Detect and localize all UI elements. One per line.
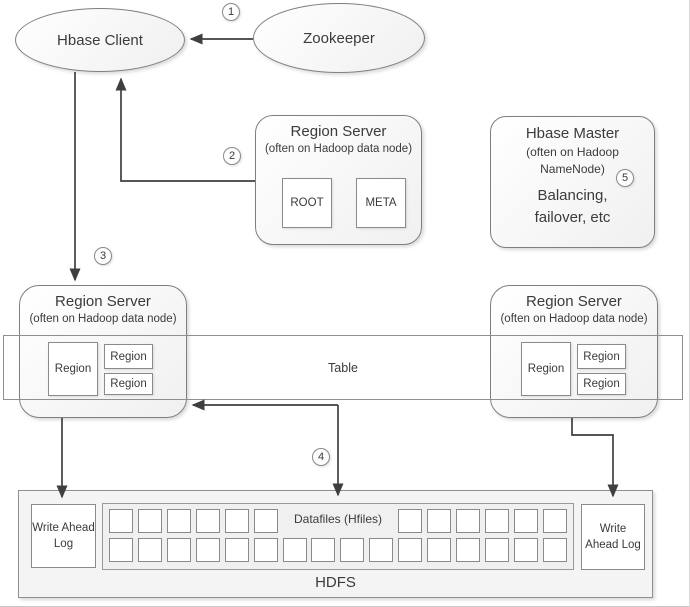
datafile-square — [513, 538, 538, 562]
region-server-right-subtitle: (often on Hadoop data node) — [500, 313, 648, 325]
step-1-label: 1 — [227, 6, 235, 18]
region-label: Region — [583, 350, 620, 363]
datafile-square — [514, 509, 538, 533]
datafile-square — [456, 509, 480, 533]
region-label: Region — [110, 350, 147, 363]
write-ahead-log-right-label: Write Ahead Log — [585, 522, 641, 551]
datafile-square — [369, 538, 394, 562]
arrow-right-rs-to-wal — [571, 418, 619, 498]
region-label: Region — [527, 363, 565, 375]
hbase-master-subtitle-1: (often on Hadoop — [526, 145, 619, 159]
datafiles-box: Datafiles (Hfiles) — [102, 503, 574, 570]
datafile-square — [166, 538, 191, 562]
datafile-square — [225, 509, 249, 533]
datafile-square — [167, 509, 191, 533]
step-circle-2: 2 — [223, 147, 241, 165]
step-2-label: 2 — [228, 150, 236, 162]
meta-label: META — [365, 197, 397, 209]
region-server-right-title: Region Server — [526, 293, 622, 310]
hdfs-box: Write Ahead Log Datafiles (Hfiles) Write… — [18, 490, 653, 598]
region-box: Region — [577, 344, 626, 369]
datafile-square — [456, 538, 481, 562]
datafile-square — [282, 538, 307, 562]
datafile-square — [427, 538, 452, 562]
hbase-master-body-1: Balancing, — [537, 187, 608, 204]
datafile-square — [137, 538, 162, 562]
datafile-square — [254, 509, 278, 533]
region-server-left-title: Region Server — [55, 293, 151, 310]
region-box: Region — [104, 344, 153, 369]
datafile-square — [484, 538, 509, 562]
datafiles-label: Datafiles (Hfiles) — [293, 512, 383, 526]
root-label: ROOT — [290, 197, 324, 209]
arrow-metaserver-to-client — [115, 77, 255, 182]
datafile-square — [109, 538, 133, 562]
step-5-label: 5 — [621, 172, 629, 184]
datafile-square — [543, 509, 567, 533]
region-server-right-box: Region Server (often on Hadoop data node… — [490, 285, 658, 418]
write-ahead-log-left-box: Write Ahead Log — [31, 504, 96, 568]
datafile-square — [340, 538, 365, 562]
datafile-square — [109, 509, 133, 533]
zookeeper-ellipse: Zookeeper — [253, 3, 425, 73]
hbase-client-label: Hbase Client — [57, 31, 143, 49]
step-circle-4: 4 — [312, 448, 330, 466]
datafile-square — [195, 538, 220, 562]
region-server-left-box: Region Server (often on Hadoop data node… — [19, 285, 187, 418]
datafile-squares-top-left — [109, 509, 278, 533]
step-circle-1: 1 — [222, 3, 240, 21]
region-label: Region — [110, 378, 147, 390]
table-band: Table — [3, 335, 683, 400]
root-box: ROOT — [282, 178, 332, 228]
region-label: Region — [583, 378, 620, 390]
datafile-square — [427, 509, 451, 533]
datafile-square — [138, 509, 162, 533]
datafile-squares-top-right — [398, 509, 567, 533]
hbase-client-ellipse: Hbase Client — [15, 8, 185, 72]
region-label: Region — [54, 363, 92, 375]
hbase-master-subtitle-2: NameNode) — [540, 162, 605, 176]
region-box: Region — [104, 373, 153, 395]
datafile-square — [253, 538, 278, 562]
datafile-square — [398, 509, 422, 533]
datafile-square — [196, 509, 220, 533]
hbase-master-title: Hbase Master — [525, 125, 620, 142]
meta-region-server-title: Region Server — [290, 123, 387, 140]
table-label: Table — [328, 360, 358, 375]
datafile-square — [485, 509, 509, 533]
hbase-master-body-2: failover, etc — [534, 208, 611, 226]
datafile-square — [542, 538, 567, 562]
region-box: Region — [521, 342, 571, 396]
datafile-square — [398, 538, 423, 562]
write-ahead-log-right-box: Write Ahead Log — [581, 504, 645, 570]
meta-region-server-subtitle: (often on Hadoop data node) — [264, 143, 413, 155]
region-server-left-subtitle: (often on Hadoop data node) — [29, 313, 177, 325]
datafile-square — [311, 538, 336, 562]
step-3-label: 3 — [99, 250, 107, 262]
datafile-square — [224, 538, 249, 562]
step-circle-5: 5 — [616, 169, 634, 187]
datafile-squares-bottom — [109, 538, 567, 562]
write-ahead-log-left-label: Write Ahead Log — [32, 521, 95, 550]
step-circle-3: 3 — [94, 247, 112, 265]
region-box: Region — [577, 373, 626, 395]
meta-box: META — [356, 178, 406, 228]
zookeeper-label: Zookeeper — [303, 29, 375, 47]
hdfs-label: HDFS — [315, 574, 356, 591]
region-box: Region — [48, 342, 98, 396]
step-4-label: 4 — [317, 451, 325, 463]
